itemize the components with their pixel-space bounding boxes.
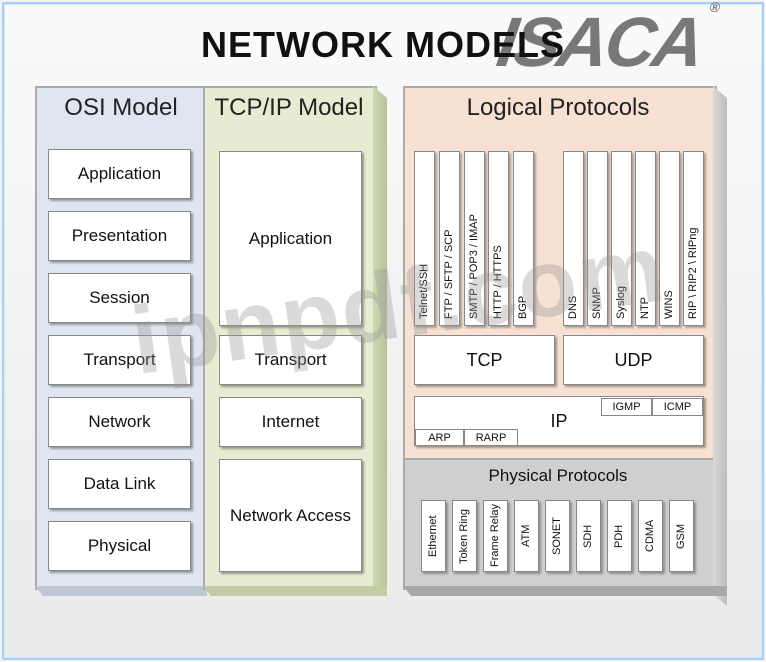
tcpip-layer-transport: Transport (219, 335, 362, 385)
osi-column-base (35, 586, 207, 596)
tcpip-column-depth (373, 86, 387, 596)
phys-pdh: PDH (607, 500, 632, 572)
osi-layer-network: Network (48, 397, 191, 447)
osi-heading: OSI Model (64, 94, 178, 121)
protocol-ntp: NTP (635, 151, 656, 326)
protocol-smtp-pop3-imap: SMTP / POP3 / IMAP (464, 151, 485, 326)
osi-layer-transport: Transport (48, 335, 191, 385)
phys-gsm: GSM (669, 500, 694, 572)
protocol-udp: UDP (563, 335, 704, 385)
protocol-arp: ARP (415, 429, 464, 446)
osi-layer-application: Application (48, 149, 191, 199)
phys-frame-relay: Frame Relay (483, 500, 508, 572)
phys-cdma: CDMA (638, 500, 663, 572)
osi-layer-data-link: Data Link (48, 459, 191, 509)
protocol-dns: DNS (563, 151, 584, 326)
protocol-tcp: TCP (414, 335, 555, 385)
protocol-ftp-sftp-scp: FTP / SFTP / SCP (439, 151, 460, 326)
protocol-snmp: SNMP (587, 151, 608, 326)
protocol-http-https: HTTP / HTTPS (488, 151, 509, 326)
physical-heading: Physical Protocols (488, 466, 628, 485)
protocol-telnet-ssh: Telnet/SSH (414, 151, 435, 326)
protocols-column-base (403, 586, 727, 596)
phys-atm: ATM (514, 500, 539, 572)
phys-token-ring: Token Ring (452, 500, 477, 572)
protocol-rarp: RARP (464, 429, 518, 446)
phys-sonet: SONET (545, 500, 570, 572)
protocol-wins: WINS (659, 151, 680, 326)
protocol-rip: RIP \ RIP2 \ RIPng (683, 151, 704, 326)
osi-layer-presentation: Presentation (48, 211, 191, 261)
tcpip-layer-application: Application (219, 151, 362, 326)
protocol-icmp: ICMP (652, 398, 703, 416)
tcpip-heading: TCP/IP Model (214, 94, 364, 121)
page-title: NETWORK MODELS (201, 24, 565, 65)
tcpip-layer-network-access: Network Access (219, 459, 362, 572)
tcpip-column-base (203, 586, 387, 596)
protocol-bgp: BGP (513, 151, 534, 326)
protocol-igmp: IGMP (601, 398, 652, 416)
logical-heading: Logical Protocols (466, 94, 650, 121)
phys-ethernet: Ethernet (421, 500, 446, 572)
osi-layer-session: Session (48, 273, 191, 323)
protocols-column-depth (713, 86, 727, 606)
protocol-syslog: Syslog (611, 151, 632, 326)
osi-layer-physical: Physical (48, 521, 191, 571)
tcpip-layer-internet: Internet (219, 397, 362, 447)
phys-sdh: SDH (576, 500, 601, 572)
